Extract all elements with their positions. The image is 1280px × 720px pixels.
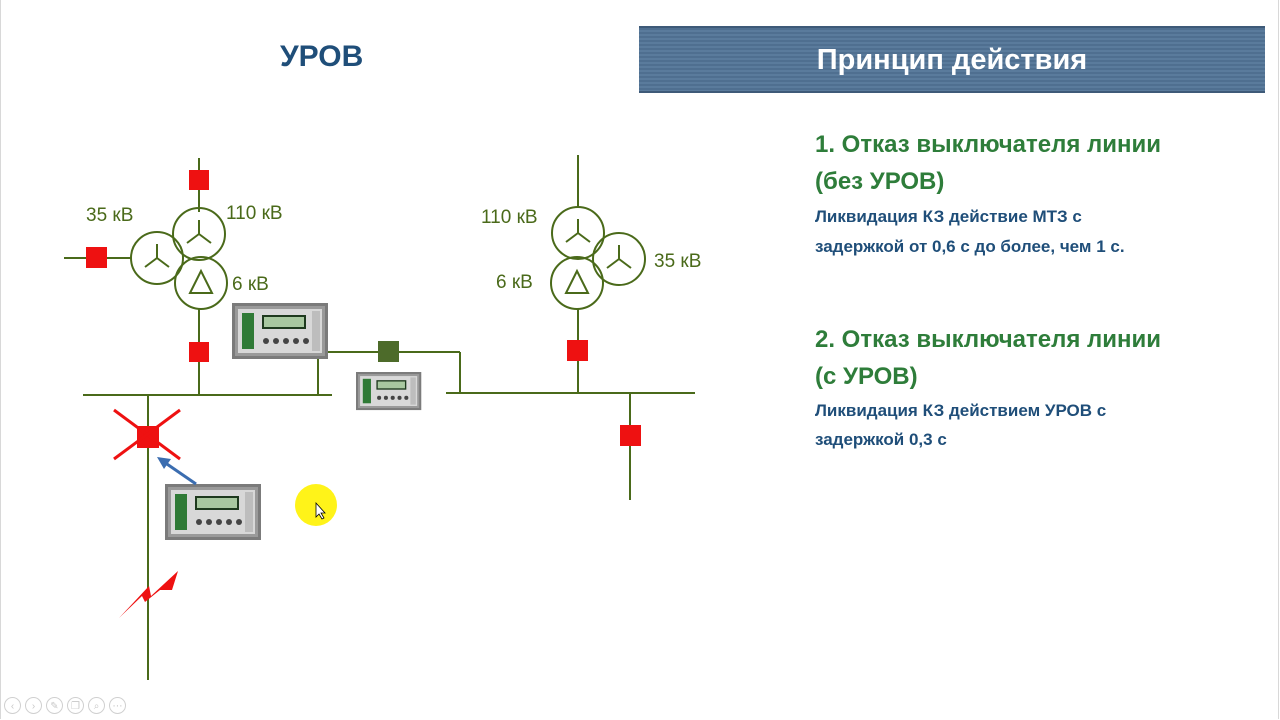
trip-arrow-line [163,460,197,486]
left-hv-winding [172,207,226,261]
slide-title: УРОВ [280,40,364,73]
item-1-body-line2: задержкой от 0,6 с до более, чем 1 с. [815,237,1125,256]
left-lv-delta-icon [188,268,214,294]
item-2-heading-line2: (с УРОВ) [815,363,918,390]
right-feeder-breaker [620,425,641,446]
relay-device-feeder [165,484,261,540]
left-mv-label: 35 кВ [86,205,133,226]
left-lv-breaker [189,342,209,362]
item-1-heading-line2: (без УРОВ) [815,168,945,195]
trip-arrow-head-icon [157,457,171,469]
item-1-heading-line1: 1. Отказ выключателя линии [815,131,1162,158]
relay-device-right [356,372,422,411]
right-mv-star-icon [606,245,632,269]
right-lv-breaker [567,340,588,361]
left-hv-label: 110 кВ [226,203,283,224]
right-hv-label: 110 кВ [481,207,538,228]
next-icon[interactable]: › [25,697,42,714]
right-mv-winding [592,232,646,286]
left-hv-breaker [189,170,209,190]
right-hv-star-icon [565,219,591,243]
header-title: Принцип действия [816,44,1088,76]
presentation-controls: ‹ › ✎ ❐ ⌕ ⋯ [4,697,126,714]
breaker-failure-cross-icon [113,408,181,461]
left-hv-star-icon [186,220,212,244]
menu-icon[interactable]: ⋯ [109,697,126,714]
left-mv-winding [130,231,184,285]
prev-icon[interactable]: ‹ [4,697,21,714]
item-1-body-line1: Ликвидация КЗ действие МТЗ с [815,207,1082,226]
single-line-diagram: 35 кВ 110 кВ 6 кВ 110 кВ 35 кВ 6 кВ [64,155,701,680]
short-circuit-lightning-icon [119,571,178,618]
left-transformer: 35 кВ 110 кВ 6 кВ [64,158,283,395]
header-bar: Принцип действия [639,26,1265,93]
relay-device-sectional [232,303,328,359]
sectional-breaker [378,341,399,362]
item-2-body-line1: Ликвидация КЗ действием УРОВ с [815,401,1107,420]
right-hv-winding [551,206,605,260]
copy-icon[interactable]: ❐ [67,697,84,714]
right-lv-winding [550,256,604,310]
right-lv-label: 6 кВ [496,272,533,293]
item-2-body-line2: задержкой 0,3 с [815,430,947,449]
left-lv-winding [174,256,228,310]
item-2-heading-line1: 2. Отказ выключателя линии [815,326,1162,353]
right-lv-delta-icon [564,268,590,294]
pen-icon[interactable]: ✎ [46,697,63,714]
left-mv-breaker [86,247,107,268]
zoom-icon[interactable]: ⌕ [88,697,105,714]
left-mv-star-icon [144,244,170,268]
cursor-arrow-icon [315,501,326,520]
right-mv-label: 35 кВ [654,251,701,272]
left-lv-label: 6 кВ [232,274,269,295]
bus-section [317,341,461,395]
right-transformer: 110 кВ 35 кВ 6 кВ [481,155,701,393]
